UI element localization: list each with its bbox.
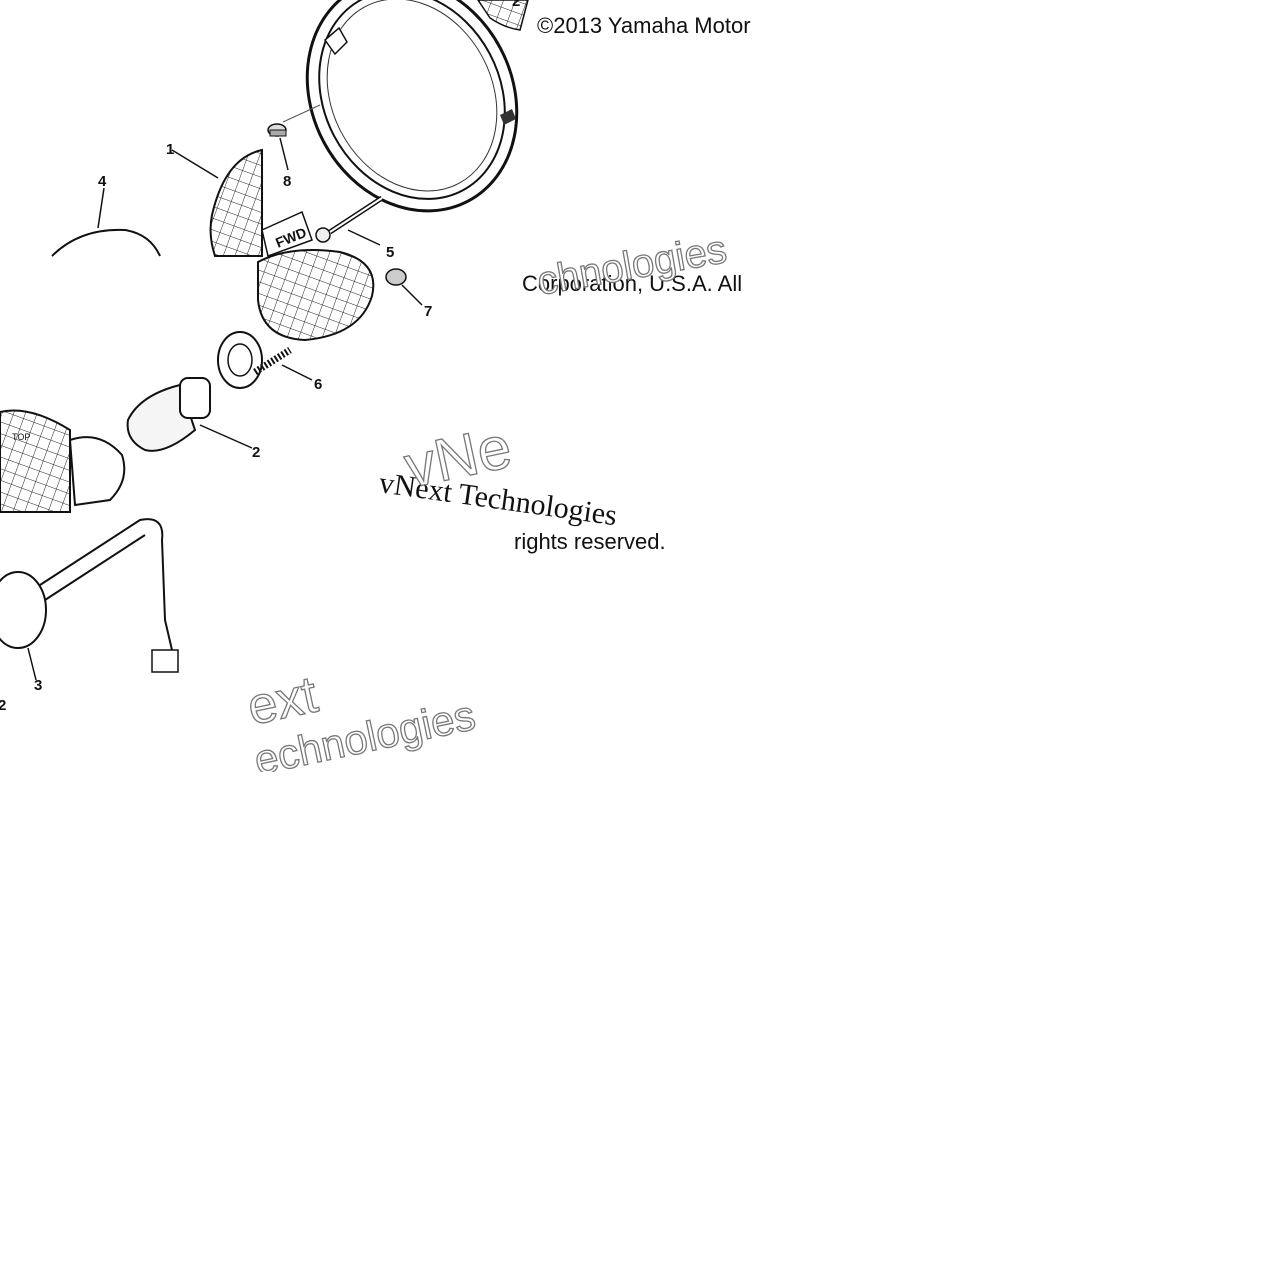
copyright-line-2: Corporation, U.S.A. All <box>522 271 742 296</box>
watermark-outline-2: ext <box>242 665 322 736</box>
callout-2c: 2 <box>512 0 520 10</box>
callout-2: 2 <box>252 444 260 461</box>
lower-lens: TOP <box>0 409 126 513</box>
callout-1: 1 <box>166 141 174 158</box>
headlight-rim <box>305 0 519 213</box>
headlight-housing-partial <box>51 228 161 257</box>
blank-area-bottom <box>0 772 772 1285</box>
blank-area-right <box>772 0 1285 1285</box>
copyright-line-1: ©2013 Yamaha Motor <box>537 13 751 38</box>
callout-7: 7 <box>424 303 432 320</box>
headlight-lens-top <box>477 0 529 125</box>
callout-3: 3 <box>34 677 42 694</box>
adjusting-screw <box>315 195 384 243</box>
top-marking: TOP <box>12 432 30 442</box>
copyright-line-3: rights reserved. <box>514 529 666 554</box>
leader-lines <box>27 137 423 681</box>
sealed-beam-unit: FWD <box>209 148 375 342</box>
callout-4: 4 <box>98 173 107 190</box>
callout-5: 5 <box>386 244 394 261</box>
rim-screw <box>267 104 321 137</box>
callout-2b: 2 <box>0 697 6 714</box>
bulb <box>126 377 211 452</box>
connector-housing <box>0 518 179 673</box>
callout-6: 6 <box>314 376 322 393</box>
adjusting-nut <box>385 268 407 286</box>
callout-8: 8 <box>283 173 291 190</box>
spring-and-socket <box>217 331 292 389</box>
